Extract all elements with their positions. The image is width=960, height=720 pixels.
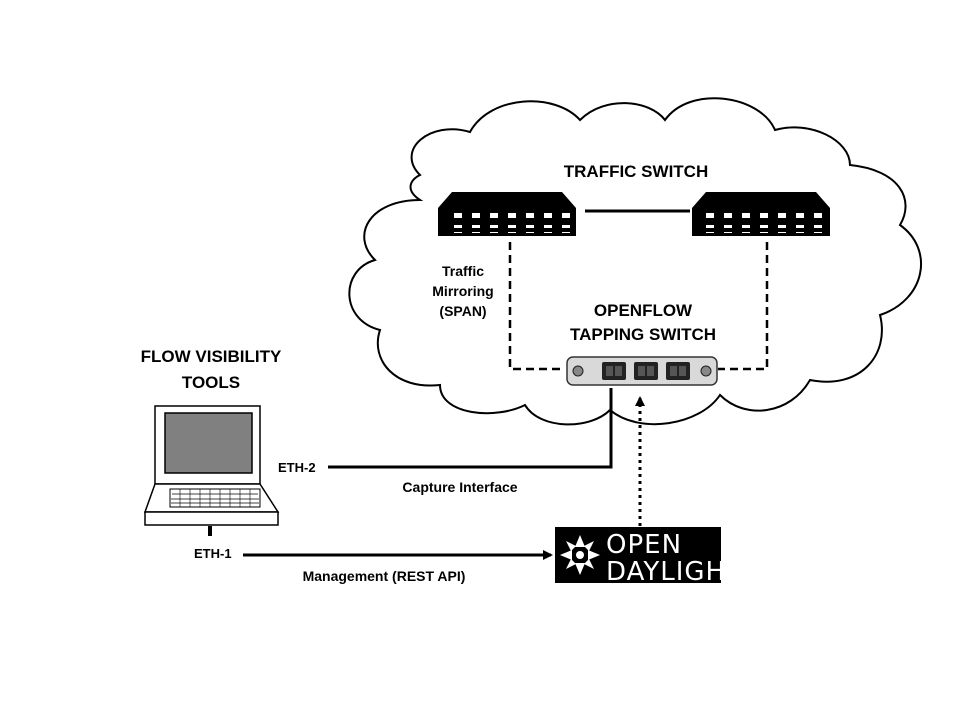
capture-interface-link xyxy=(328,388,613,469)
cloud-icon xyxy=(348,97,923,426)
tapping-switch-label-line1: OPENFLOW xyxy=(594,301,693,320)
eth2-label: ETH-2 xyxy=(278,460,316,475)
tapping-switch-label-line2: TAPPING SWITCH xyxy=(570,325,716,344)
traffic-switch-label: TRAFFIC SWITCH xyxy=(564,162,708,181)
network-switch-icon xyxy=(692,192,830,236)
eth1-label: ETH-1 xyxy=(194,546,232,561)
capture-interface-label: Capture Interface xyxy=(402,479,517,495)
management-label: Management (REST API) xyxy=(303,568,466,584)
network-switch-icon xyxy=(438,192,576,236)
span-link-left xyxy=(508,242,565,371)
odl-logo-text-2: DAYLIGHT xyxy=(606,557,743,587)
laptop-icon xyxy=(143,405,280,536)
flow-tools-label-line2: TOOLS xyxy=(182,373,240,392)
span-label-line2: Mirroring xyxy=(432,283,493,299)
opendaylight-logo: OPEN DAYLIGHT xyxy=(555,527,743,587)
tapping-switch-icon xyxy=(566,356,718,386)
span-label-line1: Traffic xyxy=(442,263,484,279)
span-link-right xyxy=(718,242,769,371)
odl-logo-text-1: OPEN xyxy=(606,530,682,560)
flow-tools-label-line1: FLOW VISIBILITY xyxy=(141,347,282,366)
span-label-line3: (SPAN) xyxy=(439,303,486,319)
